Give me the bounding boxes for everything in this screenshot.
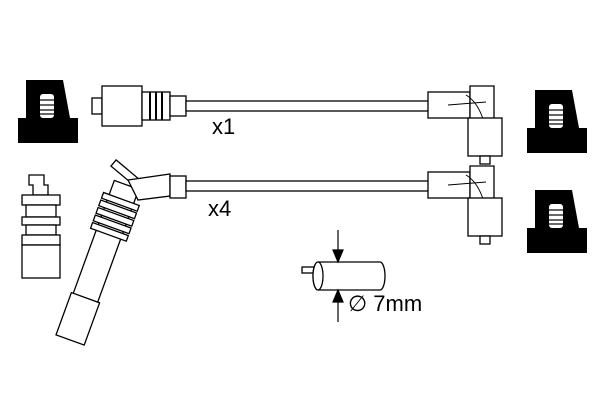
coil-cap-bottom-right [526, 189, 588, 254]
top-quantity-label: x1 [212, 114, 235, 139]
diameter-label: ∅ 7mm [348, 291, 422, 316]
bottom-quantity-label: x4 [208, 196, 231, 221]
diameter-arrows [332, 230, 344, 322]
distributor-cap-top-left [17, 79, 79, 144]
top-cable [91, 85, 503, 165]
bottom-cable [55, 158, 503, 346]
coil-cap-top-right [526, 89, 588, 154]
cable-cross-section [301, 261, 386, 291]
spark-plug-connector [21, 174, 61, 279]
